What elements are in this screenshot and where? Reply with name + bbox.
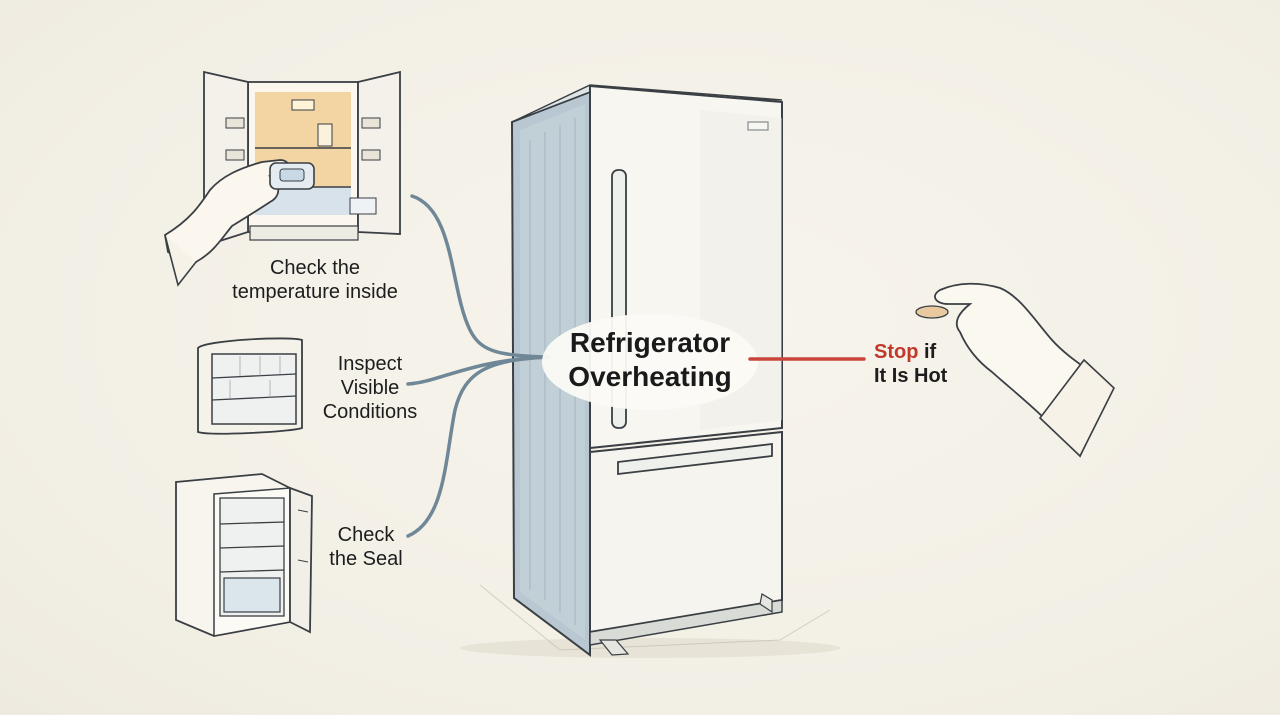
center-title: Refrigerator Overheating [545, 326, 755, 394]
branch-label-inspect: Inspect Visible Conditions [304, 352, 436, 424]
connector-bottom [406, 355, 550, 538]
branch-label-inspect-line3: Conditions [322, 401, 418, 423]
branch-label-inspect-line1: Inspect [337, 353, 403, 375]
warning-after-stop: if [918, 341, 937, 363]
branch-label-seal-line1: Check [337, 524, 395, 546]
branch-label-seal-line2: the Seal [329, 548, 403, 570]
mini-fridge-open-door-icon [175, 473, 313, 637]
center-title-line2: Overheating [568, 361, 732, 392]
open-fridge-with-thermometer-hand-icon [164, 70, 401, 287]
connector-lines [406, 194, 550, 538]
branch-label-seal: Check the Seal [314, 523, 418, 571]
connector-top [410, 194, 550, 359]
branch-label-temperature: Check the temperature inside [210, 256, 420, 304]
warning-stop-word: Stop [874, 341, 919, 363]
center-title-line1: Refrigerator [569, 327, 731, 358]
branch-label-inspect-line2: Visible [340, 377, 400, 399]
fridge-interior-closeup-icon [197, 337, 303, 435]
warning-line2: It Is Hot [874, 365, 948, 387]
hand-touching-surface-icon [915, 282, 1115, 458]
branch-label-temperature-line2: temperature inside [232, 281, 398, 303]
branch-label-temperature-line1: Check the [269, 257, 361, 279]
warning-label: Stop if It Is Hot [874, 340, 947, 388]
